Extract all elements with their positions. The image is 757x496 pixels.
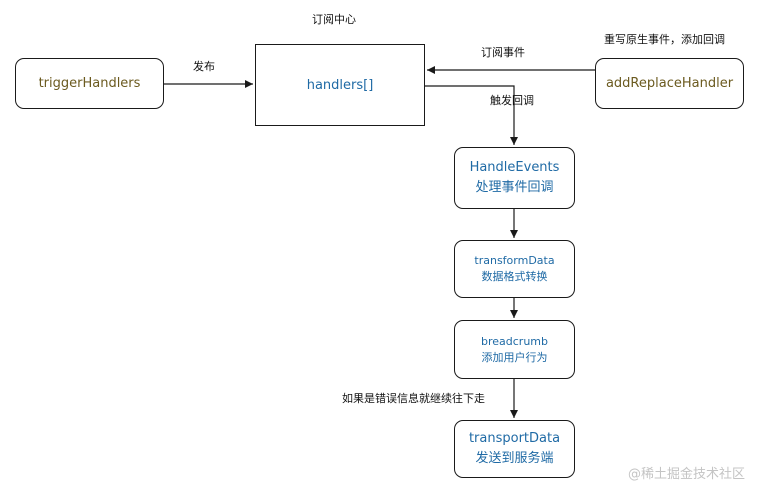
handle-events-title: HandleEvents (469, 160, 560, 175)
breadcrumb-subtitle: 添加用户行为 (481, 350, 548, 364)
transport-data-subtitle: 发送到服务端 (475, 451, 554, 466)
breadcrumb-title: breadcrumb (481, 334, 548, 348)
handlers-label: handlers[] (306, 77, 374, 93)
trigger-handlers-node: triggerHandlers (15, 58, 164, 109)
watermark: @稀土掘金技术社区 (627, 467, 745, 482)
handle-events-node: HandleEvents 处理事件回调 (454, 147, 575, 209)
transport-data-title: transportData (468, 431, 561, 446)
subscribe-event-label: 订阅事件 (481, 46, 525, 59)
if-error-label: 如果是错误信息就继续往下走 (342, 392, 485, 405)
trigger-callback-label: 触发回调 (490, 94, 534, 107)
rewrite-native-label: 重写原生事件，添加回调 (604, 33, 725, 46)
handle-events-subtitle: 处理事件回调 (475, 180, 554, 195)
add-replace-handler-label: addReplaceHandler (605, 76, 734, 91)
subscription-center-label: 订阅中心 (312, 13, 356, 26)
trigger-callback-arrow (425, 85, 518, 145)
publish-label: 发布 (193, 60, 215, 73)
add-replace-handler-node: addReplaceHandler (595, 58, 744, 109)
transform-data-node: transformData 数据格式转换 (454, 240, 575, 298)
transport-data-node: transportData 发送到服务端 (454, 420, 575, 478)
handlers-node: handlers[] (255, 44, 425, 126)
transform-data-title: transformData (474, 254, 555, 267)
transform-data-subtitle: 数据格式转换 (481, 270, 548, 283)
trigger-handlers-label: triggerHandlers (38, 76, 141, 91)
breadcrumb-node: breadcrumb 添加用户行为 (454, 320, 575, 379)
